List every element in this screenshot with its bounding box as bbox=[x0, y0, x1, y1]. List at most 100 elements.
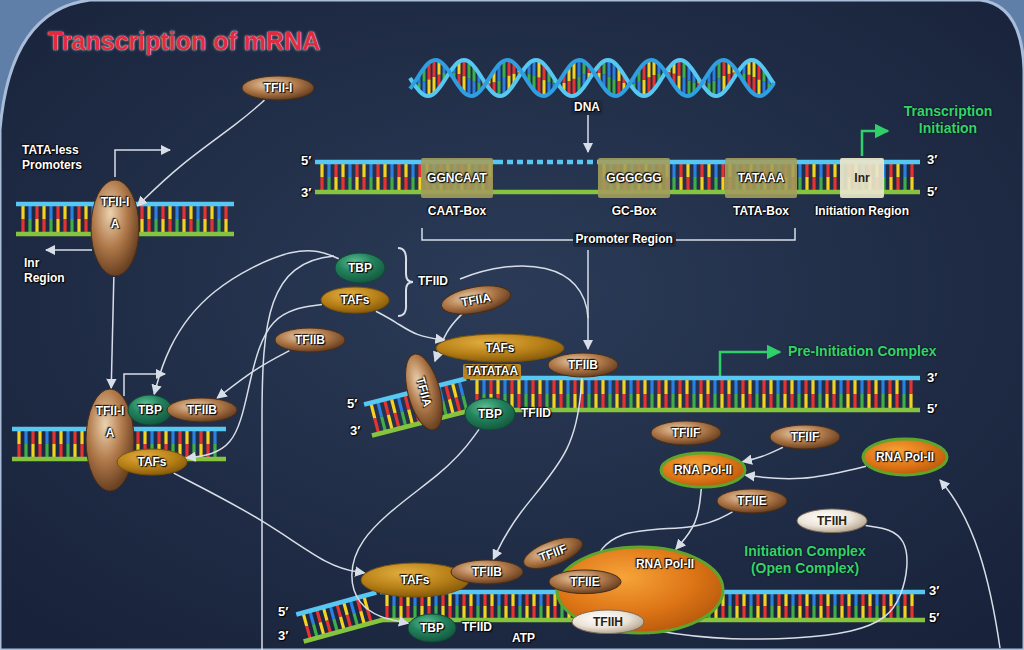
base-pair bbox=[860, 394, 863, 410]
node-text: TFII-I bbox=[96, 404, 125, 418]
flow-arrow bbox=[940, 480, 1000, 648]
base-pair bbox=[832, 378, 835, 394]
label-box: ATP bbox=[512, 631, 535, 646]
base-pair bbox=[503, 378, 506, 394]
label-box: 5′ bbox=[301, 153, 311, 169]
base-pair bbox=[613, 79, 616, 96]
shape-fill bbox=[408, 614, 456, 642]
base-pair bbox=[443, 401, 447, 417]
box-caption: Initiation Region bbox=[815, 204, 909, 218]
base-pair bbox=[531, 378, 534, 394]
base-pair bbox=[797, 394, 800, 410]
diagram-label: ATP bbox=[512, 631, 535, 646]
base-pair bbox=[622, 394, 625, 410]
node-text: TBP bbox=[348, 261, 372, 275]
node-text: TFIIB bbox=[295, 333, 325, 347]
shape-fill bbox=[436, 334, 564, 362]
base-pair bbox=[720, 394, 723, 410]
base-pair bbox=[685, 378, 688, 394]
base-pair bbox=[853, 394, 856, 410]
factor-oval: TFIIE bbox=[548, 569, 622, 595]
dna-strand bbox=[304, 619, 384, 641]
diagram-label: TFIID bbox=[462, 620, 492, 635]
shape-fill bbox=[797, 509, 867, 533]
diagram-label: 3′ bbox=[278, 628, 288, 644]
label-box: TFIID bbox=[418, 274, 448, 289]
base-pair bbox=[475, 378, 478, 394]
tafs-blob: TAFs bbox=[116, 448, 188, 476]
base-pair bbox=[874, 378, 877, 394]
label-box: 3′ bbox=[278, 628, 288, 644]
base-pair bbox=[860, 378, 863, 394]
node-text: TATAAA bbox=[738, 171, 785, 185]
tafs-blob: TAFs bbox=[435, 333, 565, 363]
node-text: TFIIE bbox=[570, 575, 599, 589]
base-pair bbox=[818, 378, 821, 394]
base-pair bbox=[622, 378, 625, 394]
node-text: TFIIE bbox=[737, 494, 766, 508]
base-pair bbox=[713, 378, 716, 394]
node-shape: RNA Pol-II bbox=[659, 451, 747, 489]
base-pair bbox=[804, 394, 807, 410]
shape-fill bbox=[549, 570, 621, 594]
node-shape: RNA Pol-II bbox=[861, 437, 949, 477]
base-pair bbox=[769, 394, 772, 410]
base-pair bbox=[895, 394, 898, 410]
base-pair bbox=[382, 417, 386, 433]
factor-oval: TFIIH bbox=[571, 609, 645, 635]
base-pair bbox=[769, 378, 772, 394]
diagram-title: Transcription of mRNA bbox=[48, 26, 320, 56]
shape-fill bbox=[86, 389, 134, 491]
base-pair bbox=[839, 378, 842, 394]
shape-fill bbox=[439, 281, 512, 319]
label-box: 5′ bbox=[347, 396, 357, 412]
base-pair bbox=[727, 394, 730, 410]
box-caption: TATA-Box bbox=[733, 204, 789, 218]
label-box: TATA-less Promoters bbox=[22, 143, 112, 173]
factor-oval: TFIIA bbox=[397, 349, 451, 435]
node-text: TBP bbox=[478, 407, 502, 421]
base-pair bbox=[881, 394, 884, 410]
base-pair bbox=[629, 394, 632, 410]
base-pair bbox=[482, 378, 485, 394]
node-text: TAFs bbox=[485, 341, 514, 355]
base-pair bbox=[902, 378, 905, 394]
base-pair bbox=[748, 378, 751, 394]
base-pair bbox=[811, 394, 814, 410]
factor-oval: TFIIB bbox=[166, 397, 238, 423]
promoter-box: InrInitiation Region bbox=[815, 158, 909, 218]
base-pair bbox=[608, 60, 611, 77]
base-pair bbox=[433, 60, 436, 77]
node-shape: TFIIA bbox=[438, 280, 514, 320]
base-pair bbox=[804, 378, 807, 394]
base-pair bbox=[825, 378, 828, 394]
factor-oval: TFIIH bbox=[796, 508, 868, 534]
node-shape: TFIIA bbox=[397, 349, 451, 435]
node-shape: TFIIF bbox=[769, 424, 841, 450]
base-pair bbox=[783, 394, 786, 410]
base-pair bbox=[543, 80, 546, 96]
diagram-label: TFIID bbox=[418, 274, 448, 289]
shape-fill bbox=[117, 449, 187, 475]
base-pair bbox=[552, 378, 555, 394]
base-pair bbox=[706, 378, 709, 394]
node-shape: TAFs bbox=[435, 333, 565, 363]
base-pair bbox=[720, 378, 723, 394]
tbp-blob: TBP bbox=[407, 613, 457, 643]
tafs-blob: TAFs bbox=[320, 286, 390, 314]
base-pair bbox=[888, 394, 891, 410]
base-pair bbox=[538, 378, 541, 394]
shape-fill bbox=[128, 395, 172, 425]
label-box: TFIID bbox=[462, 620, 492, 635]
base-pair bbox=[559, 378, 562, 394]
dna-strand bbox=[497, 190, 597, 195]
base-pair bbox=[650, 394, 653, 410]
diagram-label: Promoter Region bbox=[573, 232, 676, 247]
shape-fill bbox=[335, 253, 385, 283]
node-text: TBP bbox=[420, 621, 444, 635]
base-pair bbox=[587, 378, 590, 394]
node-text: RNA Pol-II bbox=[876, 450, 934, 464]
base-pair bbox=[405, 394, 409, 410]
diagram-label: 5′ bbox=[927, 184, 937, 200]
